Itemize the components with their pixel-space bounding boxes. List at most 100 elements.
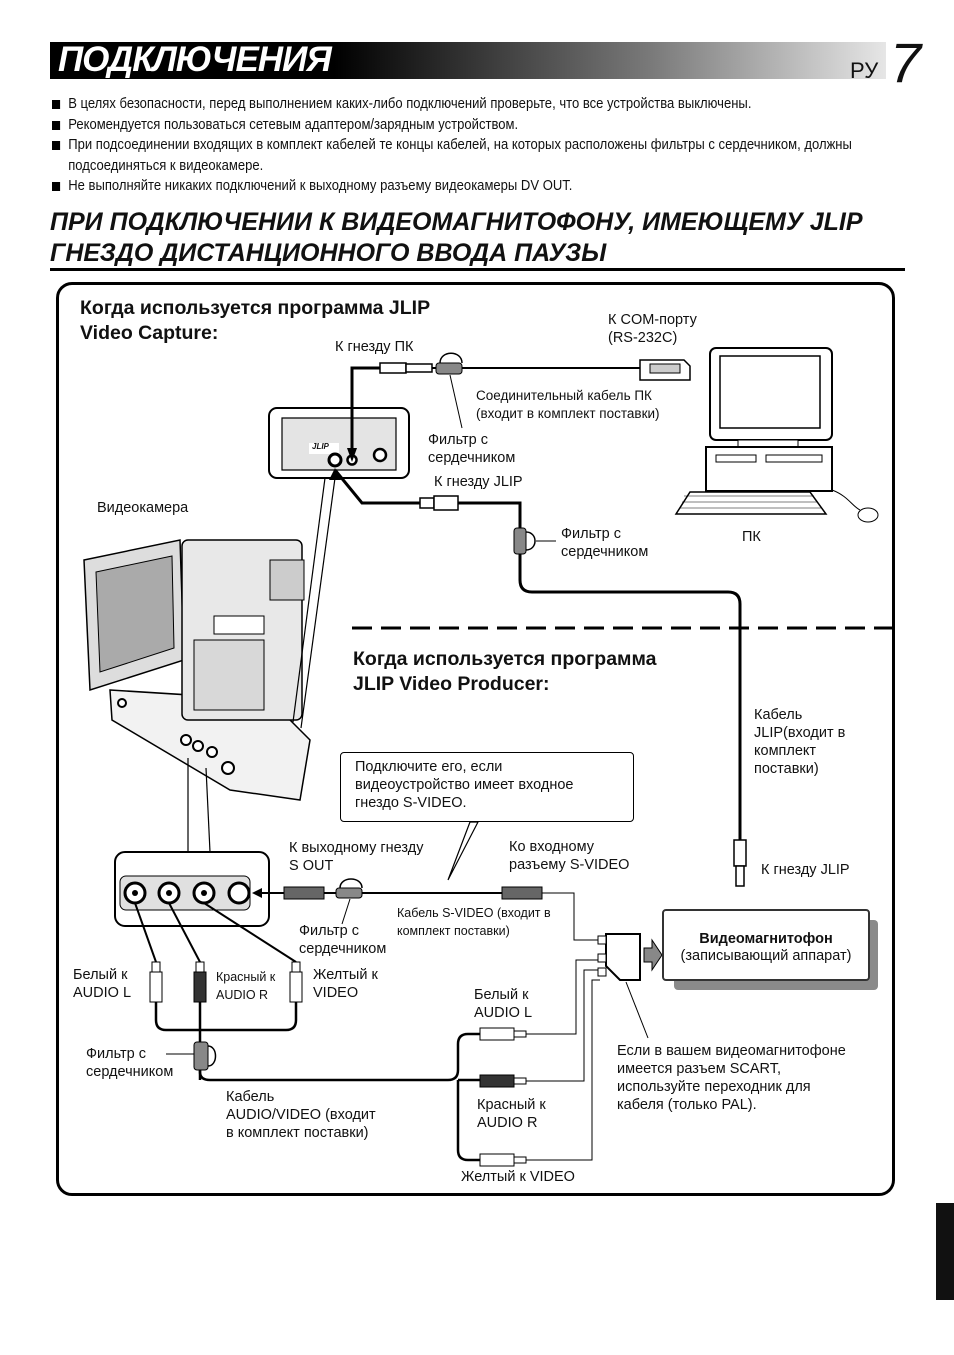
leader-core-filter-1 [449,374,463,429]
drive-bay [715,454,757,463]
s-video-note-box [340,752,634,822]
label-camcorder: Видеокамера [97,500,189,516]
mouse-cable [831,489,861,511]
yellow-plug-left [289,971,303,1003]
jlip-cable-top [333,469,420,505]
bullet-item: При подсоединении входящих в комплект ка… [52,135,912,176]
yellow-cable-up [203,902,297,963]
label-to-jlip-jack-top: К гнезду JLIP [434,474,523,490]
keyboard-keys [680,495,822,509]
page-title: ПОДКЛЮЧЕНИЯ [58,40,332,79]
jlip-plug-top [419,497,435,509]
pc-core-filter [435,362,463,375]
scart-arrow [643,938,663,972]
label-red-audio-r-right: Красный к AUDIO R [477,1097,546,1131]
heading-video-capture: Когда используется программа JLIP Video … [80,297,431,344]
page-edge-tab [936,1203,954,1300]
drive-bay-2 [765,454,823,463]
bullet-item: Не выполняйте никаких подключений к выхо… [52,176,912,197]
s-video-note: Подключите его, если видеоустройство име… [355,759,574,811]
jlip-logo-bg [309,443,339,454]
safety-notes: В целях безопасности, перед выполнением … [52,94,912,197]
label-to-s-out: К выходному гнезду S OUT [289,840,424,874]
label-red-audio-r-left: Красный к AUDIO R [216,970,276,1002]
jlip-plug-bottom-tip [735,865,745,887]
s-out-arrow [252,888,262,898]
label-s-video-cable: Кабель S-VIDEO (входит в комплект постав… [397,906,551,938]
jlip-cable [458,501,742,840]
label-av-cable: Кабель AUDIO/VIDEO (входит в комплект по… [226,1089,376,1141]
jlip-plug-bottom [733,839,747,867]
label-white-audio-l-right: Белый к AUDIO L [474,987,533,1021]
s-video-plug-left [283,886,325,900]
heading-video-producer: Когда используется программа JLIP Video … [353,648,657,695]
bullet-item: В целях безопасности, перед выполнением … [52,94,912,115]
monitor-stand [737,439,799,448]
note-pointer [447,821,479,881]
video-leader [526,979,600,1161]
label-to-pc-jack: К гнезду ПК [335,339,414,355]
keyboard [674,491,828,515]
leader-panel-1 [292,477,326,723]
red-plug-left [193,971,207,1003]
label-core-filter-4: Фильтр с сердечником [86,1046,174,1080]
pc-cable-end [350,366,380,455]
jlip-plug-top-body [433,495,459,511]
jlip-logo: JLIP [312,442,329,451]
leader-panel-2 [300,477,336,729]
label-yellow-video-left: Желтый к VIDEO [313,967,378,1001]
audio-r-leader [526,969,600,1082]
red-plug-right [479,1074,515,1088]
label-to-jlip-jack-bottom: К гнезду JLIP [761,862,850,878]
label-core-filter-3: Фильтр с сердечником [299,923,387,957]
page-number: 7 [890,31,922,94]
white-plug-left [149,971,163,1003]
pc-plug-body [405,363,433,373]
av-cable-merge [154,1002,298,1080]
camcorder [83,539,311,801]
label-white-audio-l-left: Белый к AUDIO L [73,967,132,1001]
label-scart-note: Если в вашем видеомагнитофоне имеется ра… [617,1043,846,1113]
section-rule [50,268,905,271]
section-title: ПРИ ПОДКЛЮЧЕНИИ К ВИДЕОМАГНИТОФОНУ, ИМЕЮ… [50,207,910,269]
core-filter-loop [439,352,463,364]
vcr-title: Видеомагнитофон [699,931,833,947]
vcr-subtitle: (записывающий аппарат) [680,948,852,964]
jlip-jack [327,452,343,468]
diagram-frame [56,282,895,1196]
pc-plug [379,362,407,374]
s-video-jack [227,881,251,905]
av-core-filter [193,1041,209,1071]
yellow-plug-right [479,1153,515,1167]
s-video-leader [542,892,600,941]
white-plug-right [479,1027,515,1041]
section-title-text: ПРИ ПОДКЛЮЧЕНИИ К ВИДЕОМАГНИТОФОНУ, ИМЕЮ… [50,208,862,267]
com-pins [649,363,681,374]
header-bar [50,42,886,79]
label-core-filter-2: Фильтр с сердечником [561,526,649,560]
vcr-box: Видеомагнитофон (записывающий аппарат) [662,909,870,981]
pc-case [705,446,833,492]
pc-cable-arrow [347,448,357,462]
dc-jack [372,447,388,463]
language-label: РУ [850,58,879,83]
label-yellow-video-right: Желтый к VIDEO [461,1169,575,1185]
label-pc-cable: Соединительный кабель ПК (входит в компл… [476,388,660,421]
jlip-core-filter [513,527,527,555]
jlip-arrow [329,468,341,480]
red-cable-up [168,902,201,963]
av-cable [198,1032,480,1162]
jlip-core-loop [525,531,536,551]
label-pc: ПК [742,529,761,545]
leader-scart-note [625,981,649,1039]
leader-av-2 [205,767,211,853]
s-video-plug-right [501,886,543,900]
mouse [857,507,879,523]
audio-l-leader [526,959,600,1035]
white-cable-up [134,902,157,963]
leader-core-filter-3 [341,898,351,925]
monitor-screen [719,355,821,429]
label-jlip-cable: Кабель JLIP(входит в комплект поставки) [754,707,846,777]
label-to-s-video-in: Ко входному разъему S-VIDEO [509,839,630,873]
label-to-com-port: К COM-порту (RS-232C) [608,312,697,346]
